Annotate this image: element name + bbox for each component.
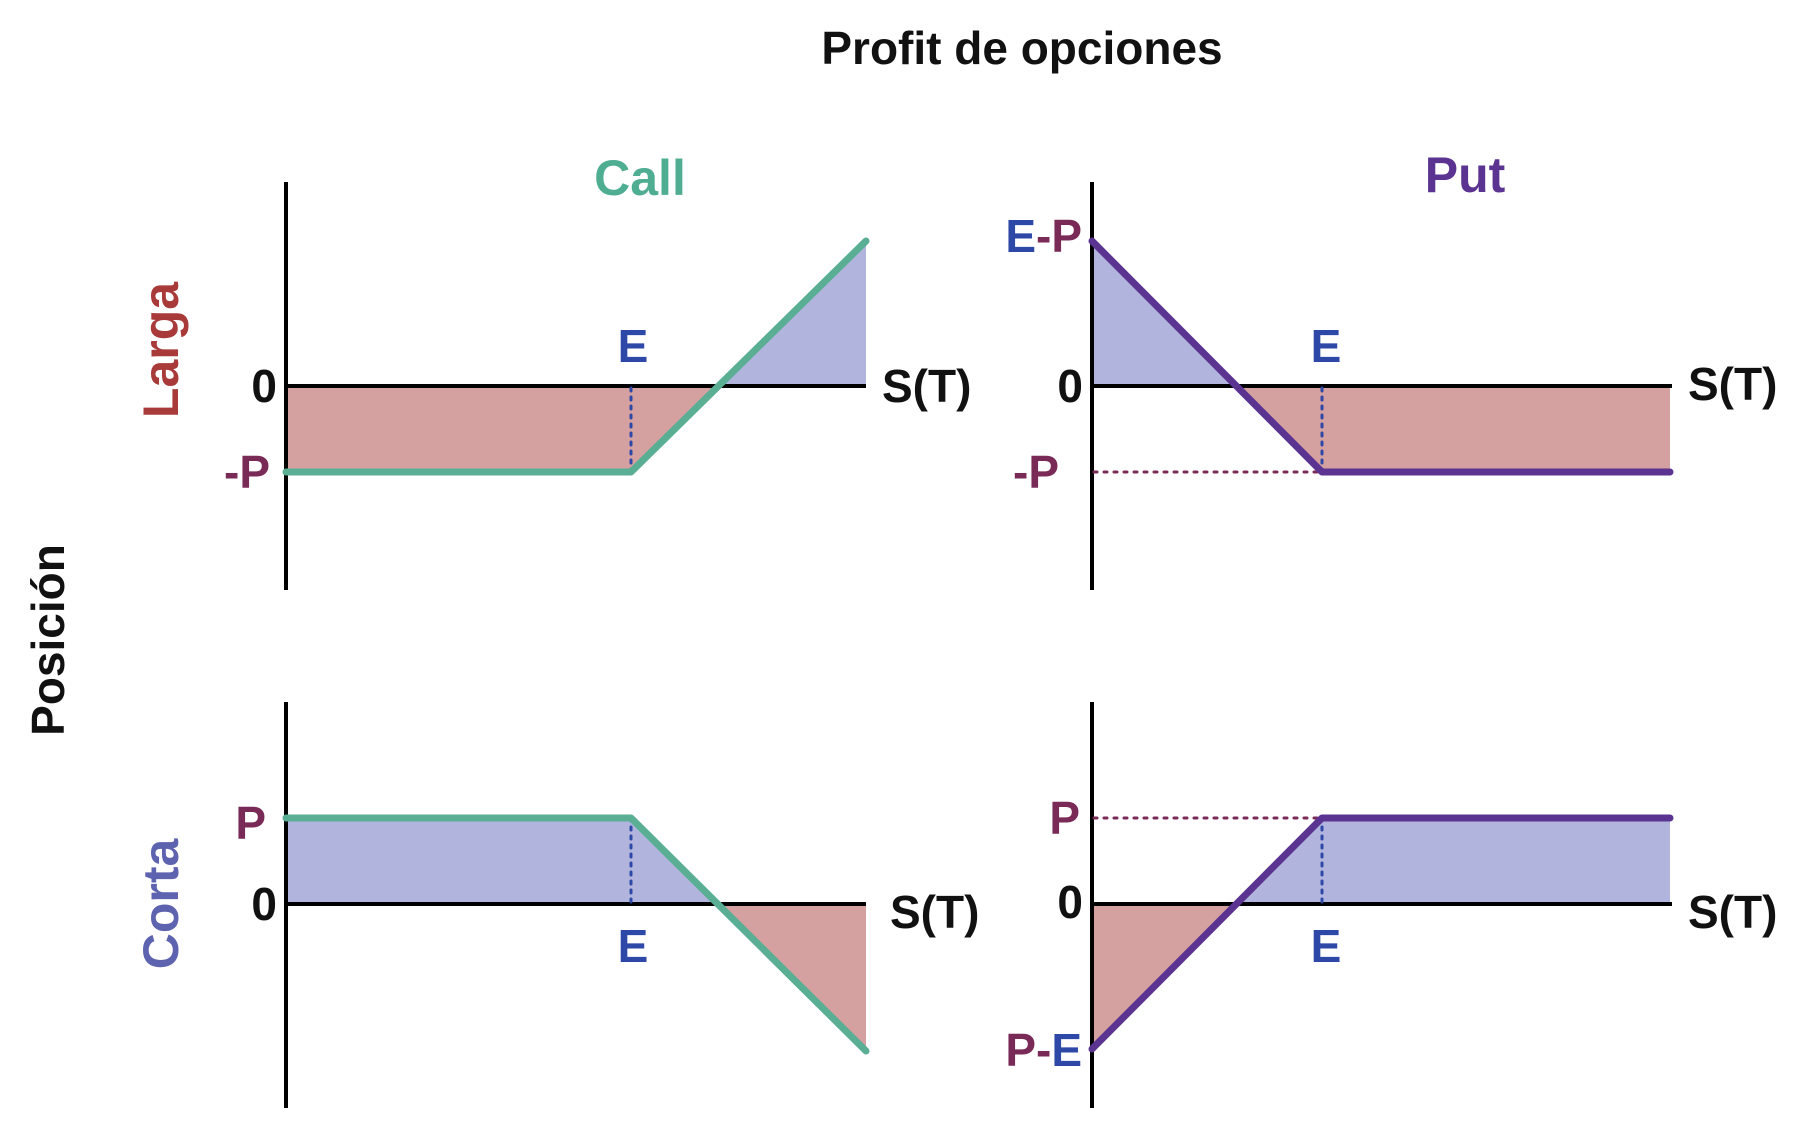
x-axis-label: S(T) [1688,358,1777,410]
premium-label: -P [1013,446,1059,498]
zero-label: 0 [251,360,277,412]
profit-region [1236,818,1670,904]
profit-region [286,243,866,386]
row-label-long: Larga [133,281,189,418]
max-profit-label: E-P [1005,210,1082,262]
panel-long-call: 0 -P E S(T) [224,182,971,590]
premium-label: P [235,797,266,849]
figure-title: Profit de opciones [821,22,1222,74]
x-axis-label: S(T) [890,886,979,938]
column-label-call: Call [594,150,686,206]
call-profit-line [282,814,870,1055]
column-label-put: Put [1425,147,1506,203]
x-axis-label: S(T) [1688,886,1777,938]
strike-label: E [1311,920,1342,972]
zero-label: 0 [1057,360,1083,412]
premium-label: -P [224,446,270,498]
loss-region [1236,386,1670,472]
loss-region [286,386,716,472]
call-profit-line [282,237,870,476]
strike-label: E [618,320,649,372]
panel-short-call: P 0 E S(T) [235,702,979,1108]
strike-label: E [1311,320,1342,372]
x-axis-label: S(T) [882,360,971,412]
row-axis-label: Posición [22,544,74,736]
min-profit-label: P-E [1005,1024,1082,1076]
zero-label: 0 [1057,876,1083,928]
premium-label: P [1049,792,1080,844]
panel-short-put: P 0 E P-E S(T) [1005,702,1777,1108]
zero-label: 0 [251,878,277,930]
panel-long-put: 0 -P E E-P S(T) [1005,182,1777,590]
profit-region [286,818,716,904]
put-profit-line [1088,814,1674,1053]
strike-label: E [618,920,649,972]
row-label-short: Corta [133,838,189,970]
put-profit-line [1088,237,1674,476]
